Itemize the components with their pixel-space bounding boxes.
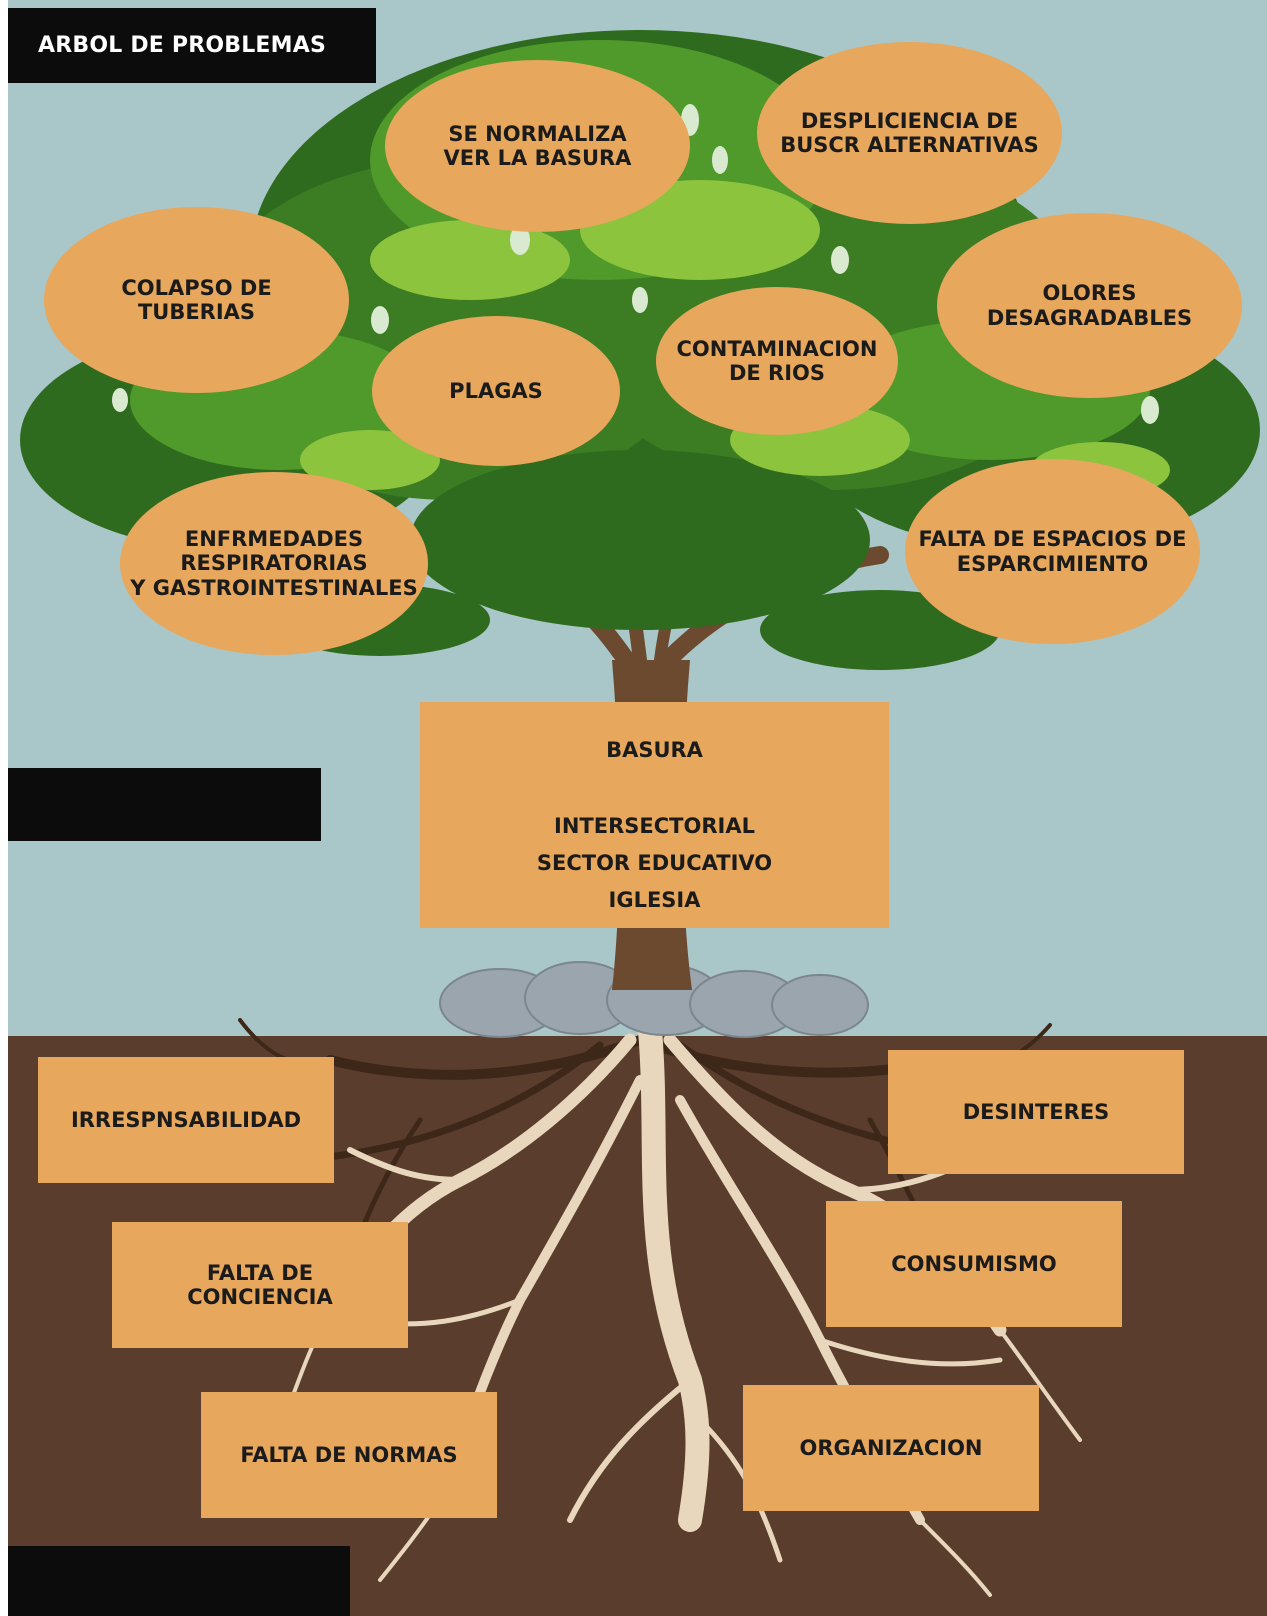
central-problem-actor: SECTOR EDUCATIVO bbox=[536, 851, 773, 875]
effect-label: FALTA DE ESPACIOS DE ESPARCIMIENTO bbox=[918, 527, 1187, 576]
page-border-left bbox=[0, 0, 8, 1616]
effect-label: DESPLICIENCIA DE BUSCR ALTERNATIVAS bbox=[780, 108, 1039, 157]
effect-label: OLORES DESAGRADABLES bbox=[986, 281, 1193, 330]
cause-label: IRRESPNSABILIDAD bbox=[70, 1107, 302, 1132]
cause-label: FALTA DE CONCIENCIA bbox=[187, 1260, 333, 1309]
central-problem-actor: IGLESIA bbox=[608, 888, 701, 912]
central-problem-box: BASURA INTERSECTORIAL SECTOR EDUCATIVO I… bbox=[420, 702, 889, 928]
title-bar: ARBOL DE PROBLEMAS bbox=[8, 8, 376, 83]
central-problem-title: BASURA bbox=[606, 738, 703, 762]
cause-box: DESINTERES bbox=[888, 1050, 1184, 1174]
blank-label-bar-middle bbox=[8, 768, 321, 841]
cause-box: ORGANIZACION bbox=[743, 1385, 1039, 1511]
cause-box: IRRESPNSABILIDAD bbox=[38, 1057, 334, 1183]
effect-oval: SE NORMALIZA VER LA BASURA bbox=[385, 60, 690, 232]
cause-label: ORGANIZACION bbox=[799, 1435, 983, 1460]
cause-box: FALTA DE CONCIENCIA bbox=[112, 1222, 408, 1348]
cause-label: CONSUMISMO bbox=[891, 1251, 1057, 1276]
effect-label: PLAGAS bbox=[449, 378, 543, 403]
cause-label: DESINTERES bbox=[962, 1099, 1110, 1124]
blank-label-bar-bottom bbox=[8, 1546, 350, 1616]
effect-oval: PLAGAS bbox=[372, 316, 620, 466]
effect-label: COLAPSO DE TUBERIAS bbox=[121, 275, 272, 324]
effect-oval: FALTA DE ESPACIOS DE ESPARCIMIENTO bbox=[905, 459, 1200, 644]
effect-oval: OLORES DESAGRADABLES bbox=[937, 213, 1242, 398]
effect-label: SE NORMALIZA VER LA BASURA bbox=[443, 121, 632, 170]
cause-box: CONSUMISMO bbox=[826, 1201, 1122, 1327]
effect-label: CONTAMINACION DE RIOS bbox=[676, 336, 878, 385]
effect-oval: COLAPSO DE TUBERIAS bbox=[44, 207, 349, 393]
cause-box: FALTA DE NORMAS bbox=[201, 1392, 497, 1518]
effect-label: ENFRMEDADES RESPIRATORIAS Y GASTROINTEST… bbox=[130, 527, 418, 600]
effect-oval: CONTAMINACION DE RIOS bbox=[656, 287, 898, 435]
effect-oval: ENFRMEDADES RESPIRATORIAS Y GASTROINTEST… bbox=[120, 472, 428, 655]
central-problem-actor: INTERSECTORIAL bbox=[554, 814, 755, 838]
cause-label: FALTA DE NORMAS bbox=[240, 1442, 458, 1467]
page-title: ARBOL DE PROBLEMAS bbox=[38, 33, 327, 58]
effect-oval: DESPLICIENCIA DE BUSCR ALTERNATIVAS bbox=[757, 42, 1062, 224]
